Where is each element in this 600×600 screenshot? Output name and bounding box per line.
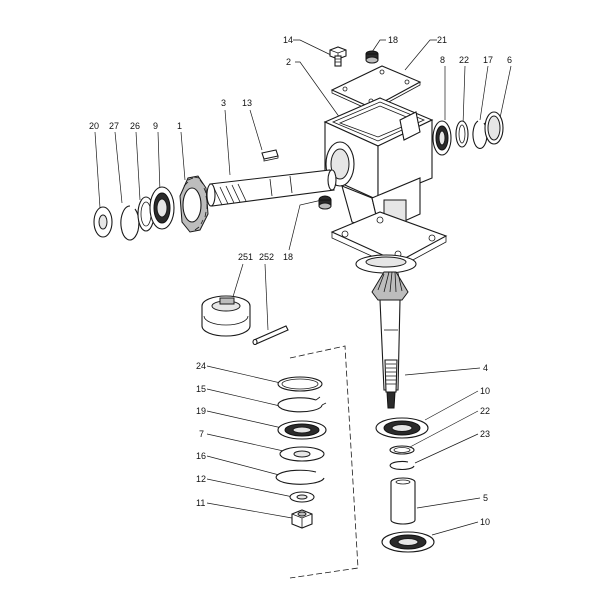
leader-20 — [94, 131, 101, 209]
label-14: 14 — [283, 35, 293, 45]
label-6: 6 — [507, 55, 512, 65]
label-11: 11 — [196, 498, 205, 508]
circlip-24 — [277, 376, 323, 392]
leader-1 — [180, 131, 186, 181]
spacer-sleeve-5 — [390, 477, 416, 525]
plug-18-top — [365, 50, 379, 64]
leader-13 — [249, 109, 263, 151]
input-shaft-3 — [206, 169, 337, 207]
bearing-10-lower — [381, 531, 435, 553]
label-17: 17 — [483, 55, 493, 65]
leader-24 — [206, 365, 286, 385]
label-24: 24 — [196, 361, 206, 371]
leader-14 — [293, 39, 334, 57]
part-labels: 14 18 21 2 8 22 17 6 3 13 20 27 26 9 1 1… — [89, 35, 512, 527]
bearing-19 — [277, 420, 327, 440]
leader-22-lower — [409, 410, 479, 448]
leader-19 — [206, 410, 283, 429]
label-10-upper: 10 — [480, 386, 490, 396]
leader-18-mid — [288, 199, 323, 251]
plug-18-mid — [318, 195, 332, 210]
leader-9 — [157, 131, 161, 193]
label-5: 5 — [483, 493, 488, 503]
washer-12 — [289, 491, 315, 503]
leader-4 — [404, 367, 481, 376]
leader-12 — [206, 478, 294, 498]
assembly-bracket — [289, 345, 359, 579]
circlip-27 — [120, 205, 140, 241]
label-15: 15 — [196, 384, 206, 394]
label-19: 19 — [196, 406, 206, 416]
shim-22-lower — [389, 445, 415, 455]
label-2: 2 — [286, 57, 291, 67]
gearbox-housing-2 — [323, 97, 448, 274]
label-23: 23 — [480, 429, 490, 439]
leader-252 — [264, 263, 269, 331]
leader-251 — [231, 263, 244, 301]
leader-23 — [414, 433, 479, 464]
bearing-8 — [432, 120, 452, 156]
leader-15 — [206, 388, 281, 407]
leader-17 — [479, 65, 489, 121]
label-16: 16 — [196, 451, 206, 461]
bevel-gear-1 — [179, 175, 209, 233]
leader-2 — [295, 61, 341, 119]
label-18-mid: 18 — [283, 252, 293, 262]
label-13: 13 — [242, 98, 252, 108]
leader-22-top — [462, 65, 466, 126]
label-27: 27 — [109, 121, 119, 131]
shim-22-top — [455, 120, 469, 148]
leader-16 — [206, 455, 284, 477]
snap-ring-15 — [277, 396, 327, 413]
leader-7 — [206, 433, 289, 453]
label-18-top: 18 — [388, 35, 398, 45]
leader-18-top — [371, 39, 386, 53]
seal-6 — [484, 111, 504, 145]
pin-252 — [252, 325, 289, 346]
label-7: 7 — [199, 429, 204, 439]
nut-11 — [291, 509, 313, 529]
label-22-lower: 22 — [480, 406, 490, 416]
label-12: 12 — [196, 474, 206, 484]
leader-3 — [224, 109, 231, 176]
label-252: 252 — [259, 252, 274, 262]
coupling-251 — [201, 295, 251, 337]
leader-26 — [135, 131, 141, 201]
label-3: 3 — [221, 98, 226, 108]
label-10-lower: 10 — [480, 517, 490, 527]
leader-lines — [94, 39, 512, 536]
label-1: 1 — [177, 121, 182, 131]
bolt-14 — [329, 46, 347, 67]
leader-6 — [499, 65, 512, 119]
leader-10-upper — [424, 390, 479, 421]
label-251: 251 — [238, 252, 253, 262]
key-13 — [261, 149, 279, 162]
leader-10-lower — [431, 521, 479, 536]
circlip-16 — [275, 469, 325, 485]
bearing-10-upper — [375, 417, 429, 439]
output-shaft-4 — [371, 271, 409, 409]
label-26: 26 — [130, 121, 140, 131]
leader-21 — [404, 39, 437, 71]
label-8: 8 — [440, 55, 445, 65]
label-20: 20 — [89, 121, 99, 131]
label-22-top: 22 — [459, 55, 469, 65]
washer-7 — [279, 446, 325, 462]
circlip-23 — [389, 460, 415, 471]
leader-5 — [416, 497, 481, 509]
leader-11 — [206, 502, 293, 519]
label-21: 21 — [437, 35, 447, 45]
label-9: 9 — [153, 121, 158, 131]
leader-27 — [114, 131, 123, 204]
washer-20 — [93, 206, 113, 238]
label-4: 4 — [483, 363, 488, 373]
bearing-9 — [149, 186, 175, 230]
